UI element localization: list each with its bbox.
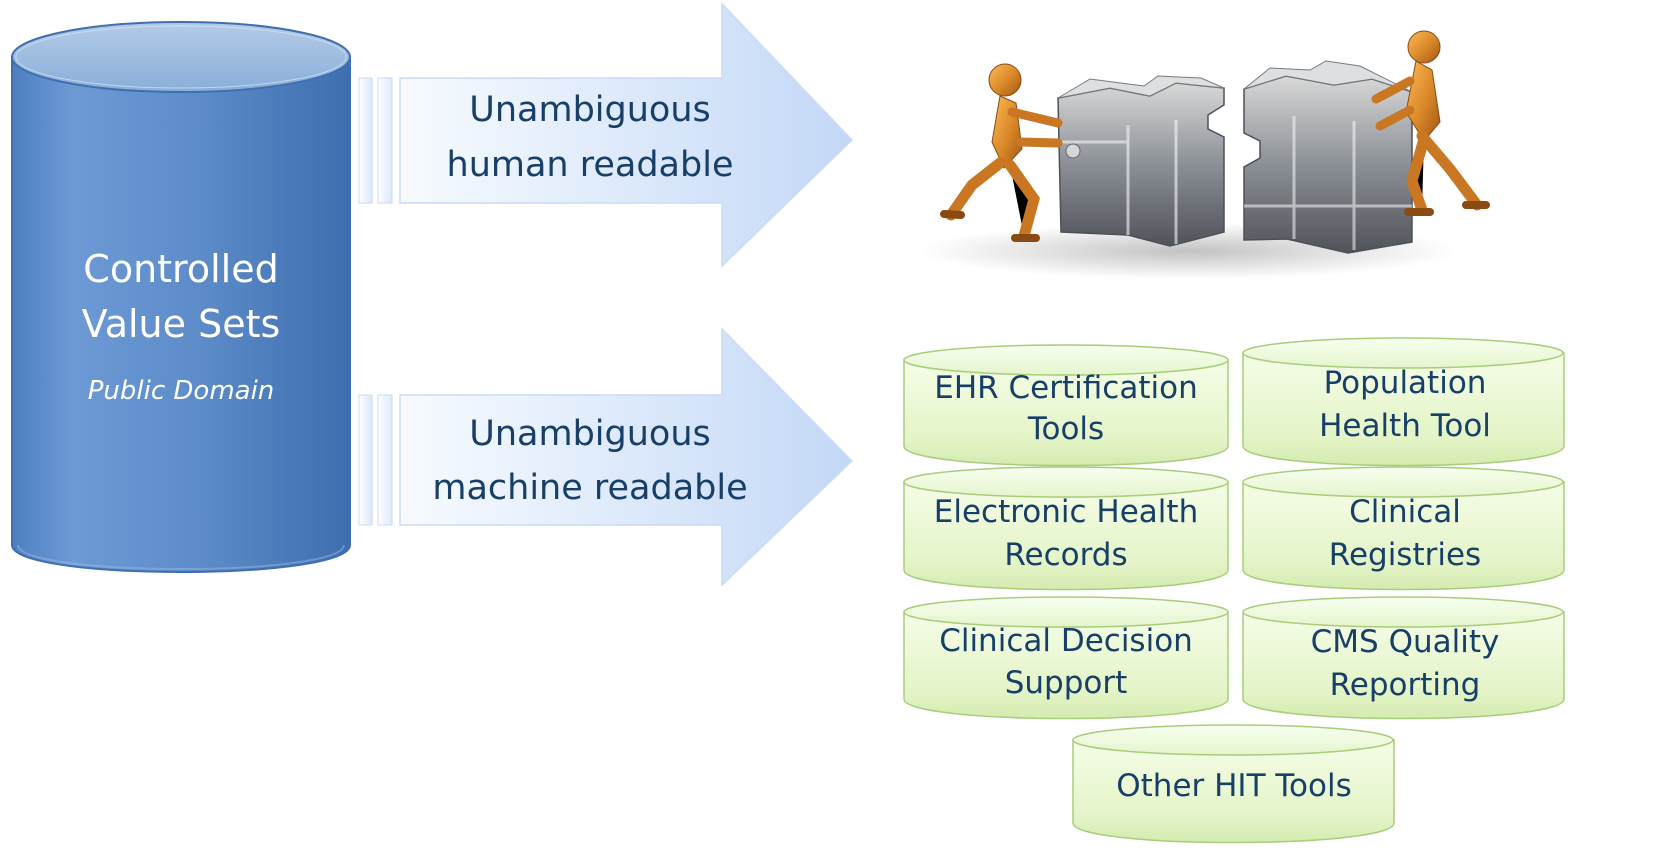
arrow-human-line-1: Unambiguous (469, 90, 711, 130)
puzzle-collaboration-illustration (918, 30, 1490, 279)
arrow-machine-line-2: machine readable (432, 468, 747, 508)
tool-clinical-registries: Clinical Registries (1242, 466, 1565, 591)
tool-clinical-decision-support: Clinical Decision Support (903, 596, 1229, 720)
tool-cms-quality-reporting: CMS Quality Reporting (1242, 596, 1565, 720)
tool-electronic-health-records-line-1: Electronic Health (934, 494, 1198, 530)
tool-electronic-health-records: Electronic Health Records (903, 466, 1229, 591)
machine-readable-arrow: Unambiguous machine readable (358, 327, 854, 587)
left-wooden-figure (940, 63, 1063, 242)
tool-other-hit-tools: Other HIT Tools (1072, 724, 1395, 844)
tool-ehr-certification-line-1: EHR Certification (934, 370, 1197, 406)
tool-clinical-registries-line-2: Registries (1329, 537, 1481, 573)
tool-clinical-decision-support-line-1: Clinical Decision (939, 623, 1193, 659)
tool-electronic-health-records-line-2: Records (1004, 537, 1127, 573)
database-subtitle: Public Domain (88, 376, 275, 406)
left-puzzle-block (1057, 75, 1225, 247)
right-puzzle-block (1243, 60, 1413, 254)
tool-ehr-certification: EHR Certification Tools (903, 344, 1229, 467)
tool-cms-quality-reporting-line-1: CMS Quality (1311, 624, 1500, 660)
tool-population-health-line-2: Health Tool (1319, 408, 1491, 444)
database-title-line-2: Value Sets (82, 302, 281, 346)
tool-ehr-certification-line-2: Tools (1027, 411, 1104, 447)
tool-cms-quality-reporting-line-2: Reporting (1330, 667, 1481, 703)
controlled-value-sets-database: Controlled Value Sets Public Domain (11, 21, 351, 573)
right-wooden-figure (1371, 30, 1490, 216)
tools-grid: EHR Certification Tools Population Healt… (903, 337, 1565, 844)
database-title-line-1: Controlled (83, 247, 278, 291)
tool-clinical-registries-line-1: Clinical (1349, 494, 1461, 530)
human-readable-arrow: Unambiguous human readable (358, 2, 854, 268)
tool-population-health-line-1: Population (1324, 365, 1487, 401)
arrow-human-line-2: human readable (447, 145, 734, 185)
tool-other-hit-tools-line-1: Other HIT Tools (1116, 768, 1351, 804)
arrow-machine-line-1: Unambiguous (469, 414, 711, 454)
tool-population-health: Population Health Tool (1242, 337, 1565, 467)
tool-clinical-decision-support-line-2: Support (1005, 665, 1128, 701)
